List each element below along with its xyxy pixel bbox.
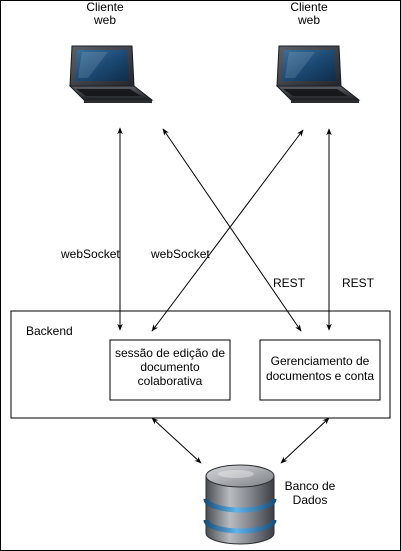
edge-left-client-to-docs — [162, 128, 302, 332]
client-left-line2: web — [93, 13, 116, 27]
edge-label-ws-cross: webSocket — [150, 247, 210, 261]
client-left-line1: Cliente — [86, 0, 124, 14]
laptop-icon — [68, 45, 154, 103]
collab-session-line2: documento — [140, 360, 200, 374]
doc-management-line2: documentos e conta — [266, 369, 374, 383]
collab-session-box — [109, 339, 231, 401]
edge-label-rest-right: REST — [342, 276, 375, 290]
collab-session-line3: colaborativa — [138, 374, 203, 388]
collab-session-line1: sessão de edição de — [115, 346, 225, 360]
database-line2: Dados — [293, 493, 328, 507]
client-left-label: Cliente web — [86, 0, 124, 27]
backend-label: Backend — [26, 324, 73, 338]
laptop-icon — [275, 45, 361, 103]
client-right-line1: Cliente — [290, 0, 328, 14]
edge-backend-to-db-left — [151, 417, 202, 464]
doc-management-box — [259, 339, 381, 401]
client-right-line2: web — [297, 13, 320, 27]
edge-label-ws-left: webSocket — [60, 247, 120, 261]
edge-label-rest-cross: REST — [273, 276, 306, 290]
edge-backend-to-db-right — [280, 417, 330, 464]
database-line1: Banco de — [285, 479, 336, 493]
database-icon — [203, 464, 277, 545]
doc-management-line1: Gerenciamento de — [271, 354, 370, 368]
client-right-label: Cliente web — [290, 0, 328, 27]
